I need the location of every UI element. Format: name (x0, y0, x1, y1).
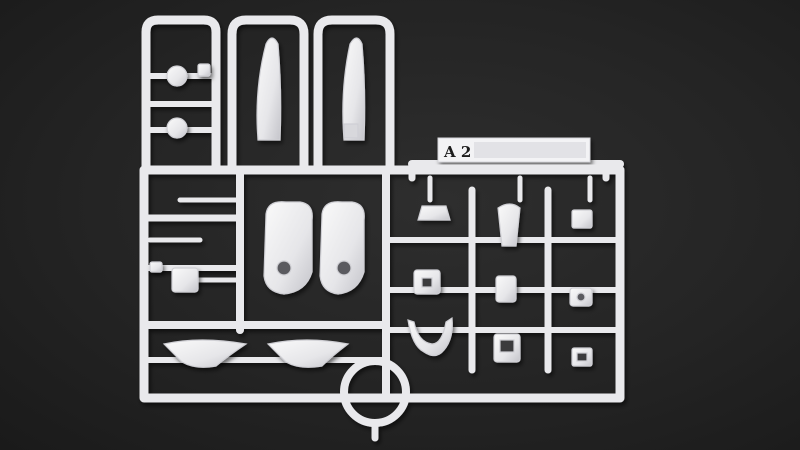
sprue-tag-code: A 2 (443, 143, 471, 161)
square-part-2-hole (576, 292, 586, 302)
square-part-3-hole (576, 352, 588, 362)
blade-socket (343, 123, 359, 139)
leg-armor-left (263, 201, 313, 295)
frame-part-2-hole (499, 339, 515, 353)
block-part-left (171, 267, 199, 293)
disc-part-lower (166, 117, 188, 139)
cone-part (497, 203, 521, 247)
blade-part-left (256, 37, 282, 141)
frame-part-1-hole (421, 277, 433, 288)
tiny-part-left (149, 261, 163, 273)
square-part-1 (571, 209, 593, 229)
collar-part (407, 316, 453, 357)
block-part-mid (495, 275, 517, 303)
wing-part-left (162, 339, 248, 368)
top-left-loop-frame (141, 15, 221, 173)
leg-armor-right-socket (336, 260, 352, 276)
top-middle-loop-frame (227, 15, 309, 173)
top-right-loop-frame (313, 15, 395, 173)
bottom-ring-runner (340, 357, 410, 442)
leg-armor-right (319, 201, 365, 295)
connector-part-1 (417, 205, 451, 221)
leg-armor-left-socket (276, 260, 292, 276)
blade-part-right (342, 37, 366, 141)
disc-part-upper (166, 65, 188, 87)
sprue-tag: A 2 (437, 137, 591, 163)
wing-part-right (266, 339, 350, 368)
small-block-part (197, 63, 211, 77)
